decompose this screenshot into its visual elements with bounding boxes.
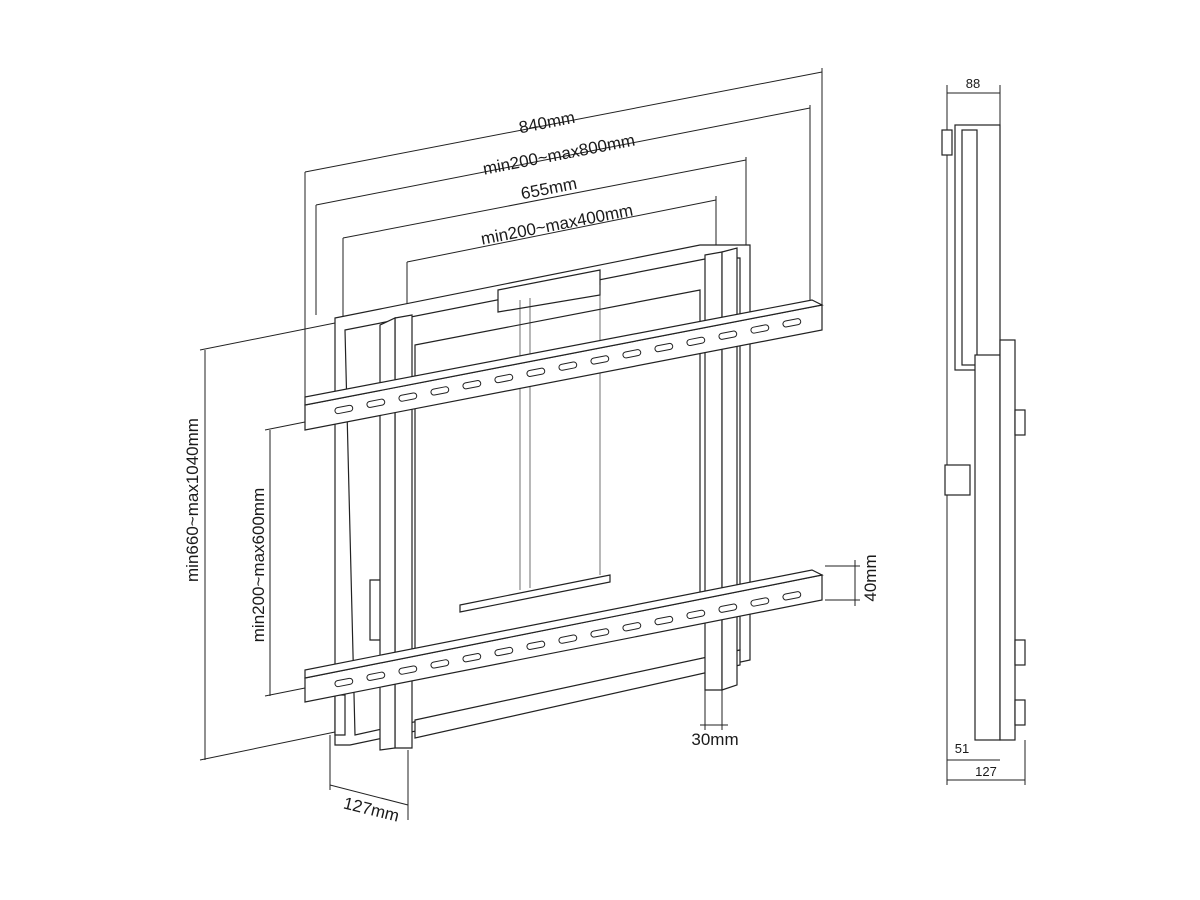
bar-range-label: min200~max800mm bbox=[481, 131, 636, 179]
bar-height-dimension bbox=[825, 560, 860, 606]
bar-slot bbox=[686, 336, 706, 347]
vertical-rail-left bbox=[379, 314, 413, 751]
bar-slot bbox=[750, 597, 770, 607]
depth-dimension bbox=[329, 735, 409, 820]
rail-width-dimension bbox=[700, 690, 728, 730]
vertical-rail-right bbox=[704, 247, 738, 691]
bar-slot bbox=[526, 367, 546, 377]
bar-slot bbox=[334, 677, 354, 688]
bar-slot bbox=[398, 665, 418, 675]
dimension-lines-left bbox=[199, 321, 341, 761]
bar-slot bbox=[622, 622, 642, 632]
bar-slot bbox=[782, 318, 802, 328]
bar-slot bbox=[334, 404, 354, 415]
bar-slot bbox=[494, 373, 514, 384]
bar-slot bbox=[494, 646, 514, 657]
bar-slot bbox=[622, 349, 642, 359]
bar-slot bbox=[750, 324, 770, 334]
frame-width-label: 655mm bbox=[519, 174, 578, 203]
bar-slot bbox=[590, 628, 610, 638]
bar-slot bbox=[462, 653, 482, 663]
bar-slot bbox=[590, 355, 610, 365]
side-min-depth-label: 51 bbox=[955, 741, 969, 756]
bar-slot bbox=[462, 380, 482, 390]
bar-slot bbox=[718, 603, 738, 613]
side-max-depth-label: 127 bbox=[975, 764, 997, 779]
bar-spacing-label: min200~max600mm bbox=[249, 488, 268, 643]
dimension-lines-top bbox=[304, 68, 823, 410]
bar-slot bbox=[558, 634, 578, 644]
rail-width-label: 30mm bbox=[691, 730, 738, 749]
bar-slot bbox=[366, 398, 386, 408]
bar-slots bbox=[334, 318, 802, 688]
bar-slot bbox=[654, 342, 674, 353]
bar-height-label: 40mm bbox=[861, 554, 880, 601]
depth-label: 127mm bbox=[342, 794, 402, 826]
bar-slot bbox=[430, 659, 450, 669]
overall-height-label: min660~max1040mm bbox=[183, 418, 202, 582]
rail-range-label: min200~max400mm bbox=[479, 201, 634, 249]
bar-slot bbox=[430, 386, 450, 396]
side-top-depth-label: 88 bbox=[966, 76, 980, 91]
bar-slot bbox=[782, 591, 802, 601]
side-view-drawing bbox=[941, 85, 1026, 785]
bar-slot bbox=[526, 640, 546, 650]
bar-slot bbox=[398, 392, 418, 402]
bar-slot bbox=[558, 361, 578, 371]
bar-slot bbox=[686, 609, 706, 620]
overall-width-label: 840mm bbox=[517, 108, 576, 137]
bar-slot bbox=[366, 671, 386, 681]
bar-slot bbox=[654, 615, 674, 626]
bar-slot bbox=[718, 330, 738, 340]
